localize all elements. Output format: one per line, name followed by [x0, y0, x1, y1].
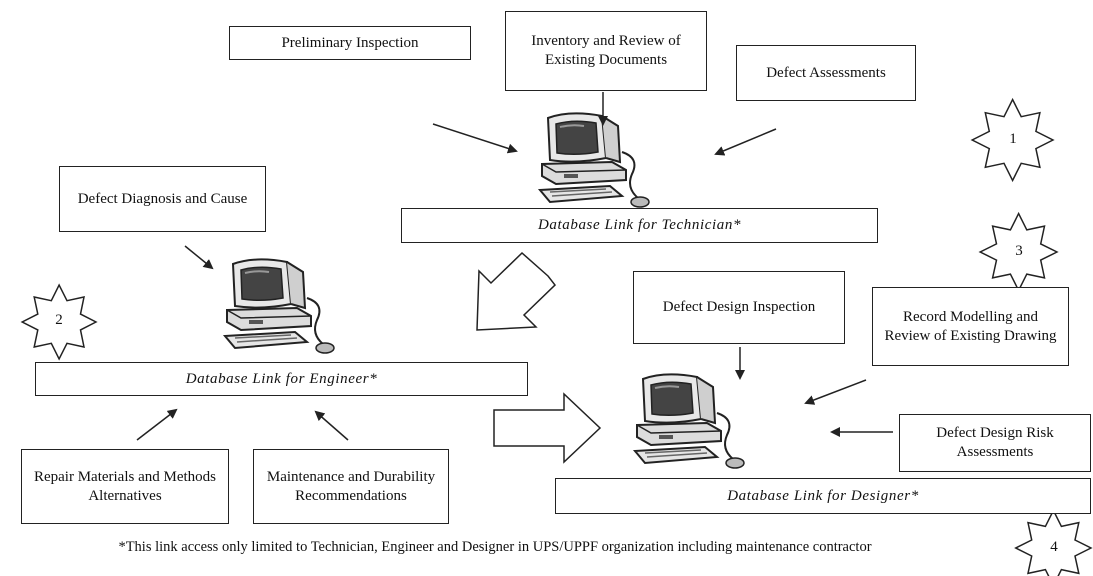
arrow-icon [804, 379, 867, 405]
star-label-3: 3 [1015, 243, 1023, 259]
defect-diagnosis-box: Defect Diagnosis and Cause [59, 166, 266, 232]
database-link-technician: Database Link for Technician* [401, 208, 878, 243]
box-label: Defect Assessments [766, 64, 886, 81]
box-label: Defect Design Inspection [662, 299, 816, 316]
hollow-arrow-icon [476, 251, 557, 331]
defect-design-inspection-box: Defect Design Inspection [633, 271, 845, 344]
star-badge-icon [970, 97, 1055, 183]
star-label-2: 2 [55, 312, 63, 328]
arrow-icon [184, 245, 214, 270]
box-label: Preliminary Inspection [281, 34, 419, 51]
star-label-4: 4 [1050, 539, 1058, 555]
record-modelling-box: Record Modelling and Review of Existing … [872, 287, 1069, 366]
maintenance-durability-box: Maintenance and Durability Recommendatio… [253, 449, 449, 524]
hollow-arrow-icon [493, 392, 602, 464]
box-label: Repair Materials and Methods Alternative… [33, 468, 217, 504]
preliminary-inspection-box: Preliminary Inspection [229, 26, 471, 60]
link-label: Database Link for Designer* [727, 487, 919, 504]
box-label: Inventory and Review of Existing Documen… [531, 33, 681, 68]
box-label: Defect Diagnosis and Cause [77, 190, 248, 207]
star-badge-icon [1014, 508, 1093, 576]
link-label: Database Link for Engineer* [185, 370, 378, 387]
link-label: Database Link for Technician* [537, 217, 742, 233]
computer-icon-technician [539, 112, 650, 208]
arrow-icon [432, 123, 518, 154]
star-badge-icon [978, 211, 1059, 293]
defect-assessments-box: Defect Assessments [736, 45, 916, 101]
arrow-icon [314, 410, 349, 441]
footnote: *This link access only limited to Techni… [118, 539, 872, 555]
arrow-icon [714, 128, 777, 156]
box-label: Maintenance and Durability Recommendatio… [266, 468, 436, 504]
database-link-engineer: Database Link for Engineer* [35, 362, 528, 396]
arrow-icon [136, 408, 178, 441]
box-label: Defect Design Risk Assessments [936, 425, 1054, 460]
database-link-designer: Database Link for Designer* [555, 478, 1091, 514]
star-label-1: 1 [1009, 131, 1017, 147]
inventory-review-box: Inventory and Review of Existing Documen… [505, 11, 707, 91]
computer-icon-engineer [224, 258, 335, 354]
box-label: Record Modelling and Review of Existing … [884, 308, 1057, 344]
defect-design-risk-box: Defect Design Risk Assessments [899, 414, 1091, 472]
computer-icon-designer [634, 373, 745, 469]
repair-materials-box: Repair Materials and Methods Alternative… [21, 449, 229, 524]
star-badge-icon [20, 283, 98, 361]
